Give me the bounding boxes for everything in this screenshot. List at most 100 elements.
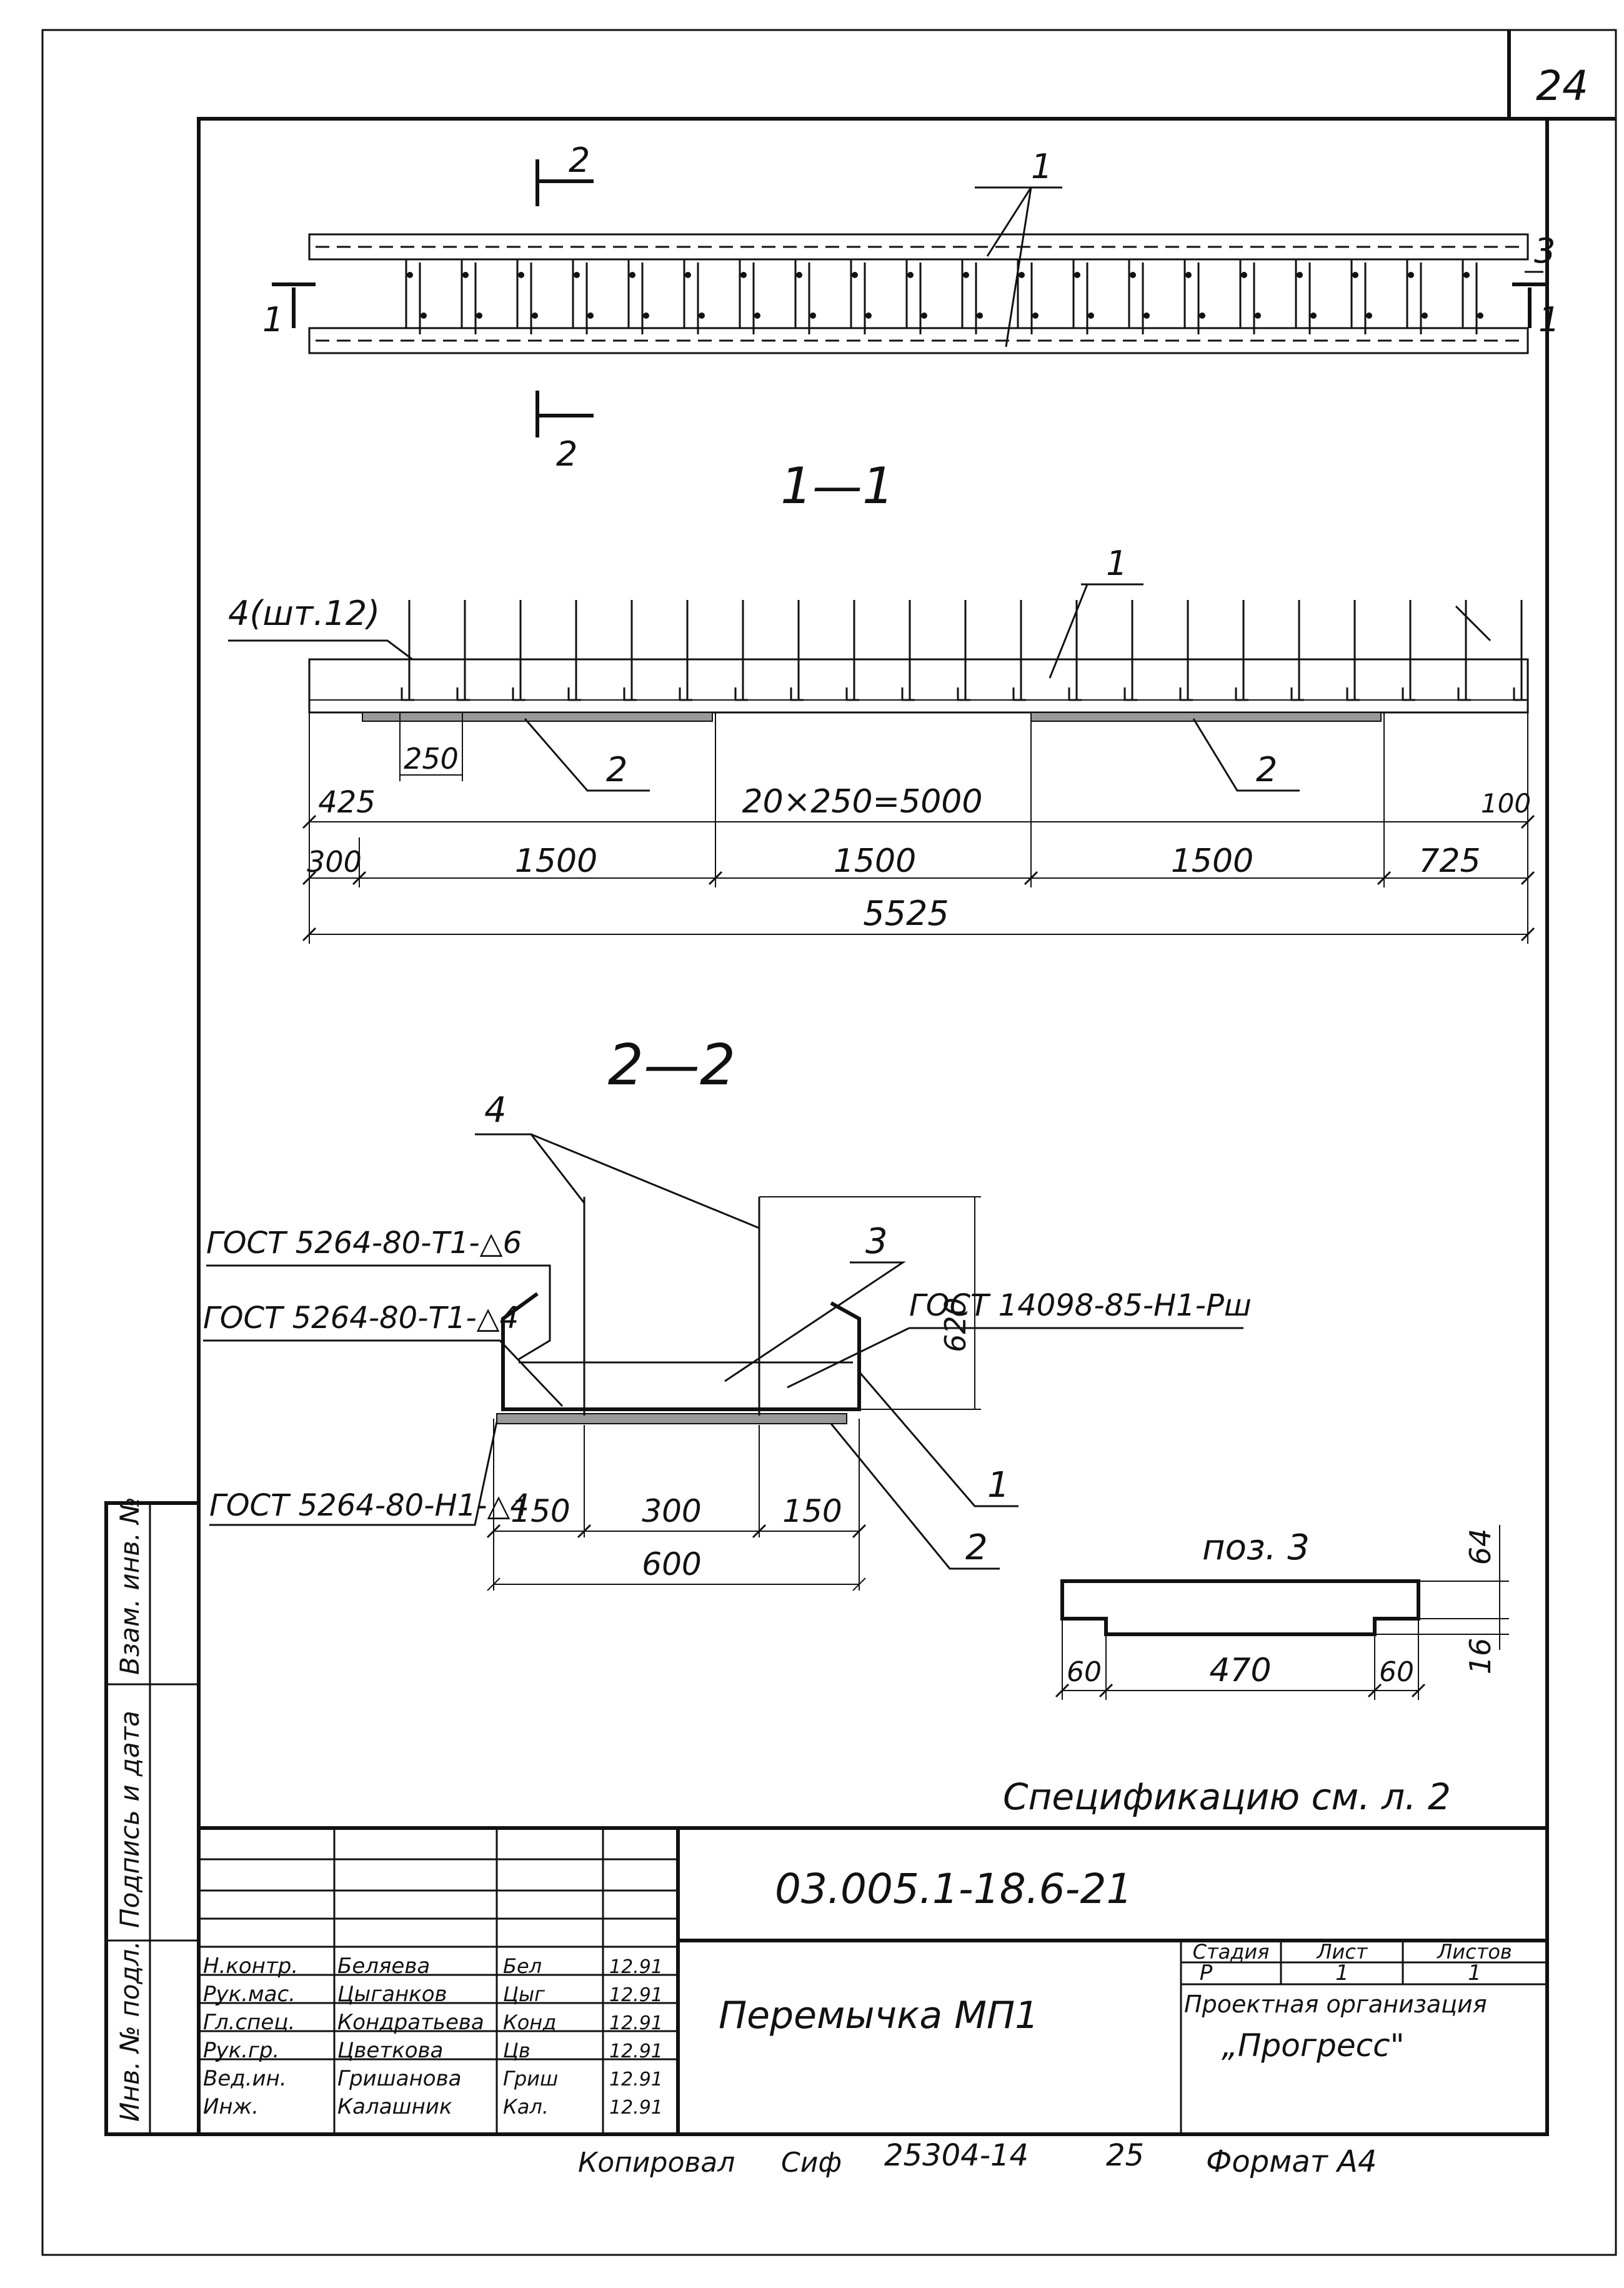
dim-620: 620 (939, 1297, 972, 1352)
plan-stirrups (405, 259, 1483, 334)
plan-stirrup (405, 259, 427, 334)
dim-470: 470 (1209, 1652, 1271, 1689)
stamp-name: Гришанова (337, 2066, 461, 2091)
pos3-profile (1060, 1579, 1420, 1636)
dim-20x250: 20×250=5000 (742, 783, 983, 821)
section-2-2-pos-4: 4 (484, 1090, 507, 1131)
footer: Копировал Сиф 25304-14 25 Формат А4 (578, 2138, 1377, 2179)
plan-stirrup (739, 259, 760, 334)
stage-header: Стадия (1193, 1940, 1270, 1964)
drawing-title: Перемычка МП1 (719, 1994, 1039, 2037)
plan-stirrup (1239, 259, 1261, 334)
stamp-row: Рук.гр. Цветкова Цв 12.91 (203, 2038, 663, 2063)
plan-stirrup (794, 259, 816, 334)
section-stirrup (679, 600, 692, 701)
section-2-2-pos-3: 3 (865, 1221, 888, 1262)
plan-stirrup (1128, 259, 1150, 334)
footer-format: Формат А4 (1206, 2144, 1377, 2179)
stamp-date: 12.91 (609, 2097, 663, 2119)
footer-order-sheet: 25 (1106, 2138, 1144, 2173)
section-stirrup (901, 600, 915, 701)
dim-300-s: 300 (642, 1493, 701, 1529)
side-label-sign-date: Подпись и дата (114, 1711, 145, 1928)
stamp-signature: Цв (503, 2039, 531, 2062)
section-stirrup (1179, 600, 1193, 701)
plan-stirrup (461, 259, 482, 334)
stamp-name: Калашник (337, 2094, 452, 2119)
section-1-1-pos-1: 1 (1106, 544, 1127, 583)
stamp-date: 12.91 (609, 2041, 663, 2062)
stamp-signature: Гриш (503, 2067, 558, 2091)
dim-60-a: 60 (1067, 1656, 1102, 1688)
stamp-signature: Бел (503, 1954, 542, 1978)
plan-stirrup (905, 259, 927, 334)
section-stirrup (1123, 600, 1137, 701)
plate-left (362, 712, 713, 722)
plan-stirrup (627, 259, 649, 334)
sheets-header: Листов (1437, 1940, 1512, 1964)
dim-1500-b: 1500 (834, 842, 916, 880)
section-2-2: 2—2 4 3 1 2 ГОСТ 5264-80-Т1-△6 ГОСТ 5264… (203, 1032, 1252, 1591)
stamp-name: Цветкова (337, 2038, 443, 2063)
section-stirrup (1235, 600, 1248, 701)
section-stirrup (1012, 600, 1026, 701)
footer-copied: Копировал (578, 2147, 735, 2179)
sheet-header: Лист (1316, 1940, 1368, 1964)
plan-stirrup (683, 259, 705, 334)
dim-5525: 5525 (863, 894, 949, 933)
stamp-date: 12.91 (609, 1984, 663, 2006)
dim-1500-c: 1500 (1171, 842, 1253, 880)
section-stirrup (456, 600, 470, 701)
section-1-1-pos-2-left: 2 (606, 750, 627, 789)
stamp-role: Гл.спец. (203, 2010, 295, 2035)
dim-150-a: 150 (511, 1493, 570, 1529)
stamp-role: Рук.мас. (203, 1982, 296, 2007)
side-strip: Инв. № подл. Подпись и дата Взам. инв. № (104, 1497, 201, 2136)
org-line-2: „Прогресс" (1222, 2027, 1405, 2064)
section-stirrup (957, 600, 970, 701)
plan-stirrup (850, 259, 872, 334)
stamp-signature: Кал. (503, 2095, 549, 2119)
cut-2-bottom-label: 2 (556, 434, 577, 474)
cut-2-top-label: 2 (569, 141, 590, 180)
section-1-1-stirrups (401, 600, 1527, 701)
plan-stirrup (1072, 259, 1094, 334)
stamp-name: Цыганков (337, 1982, 447, 2007)
sheet-number: 24 (1536, 62, 1588, 110)
stage-value: Р (1200, 1961, 1213, 1986)
plate-section (496, 1413, 847, 1424)
plan-stirrup (572, 259, 594, 334)
section-stirrup (1513, 600, 1527, 701)
stamp-signature: Конд (503, 2011, 556, 2034)
org-line-1: Проектная организация (1184, 1991, 1487, 2018)
dim-300: 300 (307, 845, 362, 879)
section-2-2-title: 2—2 (608, 1032, 736, 1098)
outer-border (41, 29, 1617, 2256)
stamp-date: 12.91 (609, 2069, 663, 2091)
section-1-1: 1—1 4(шт.12) 1 2 2 250 425 20×250=5000 1… (228, 457, 1535, 944)
section-1-1-title: 1—1 (780, 457, 894, 515)
gost-label-d: ГОСТ 5264-80-Н1-△4 (209, 1488, 529, 1523)
sheet-value: 1 (1335, 1961, 1349, 1986)
section-2-2-pos-2: 2 (965, 1527, 988, 1568)
section-stirrup (1346, 600, 1360, 701)
plan-stirrup (1350, 259, 1372, 334)
inner-frame (197, 117, 1549, 2136)
stamp-role: Н.контр. (203, 1954, 298, 1979)
stamp-role: Рук.гр. (203, 2038, 279, 2063)
plan-stirrup (1183, 259, 1205, 334)
section-stirrup (1068, 600, 1082, 701)
section-stirrup (1290, 600, 1304, 701)
side-label-inv-dup: Взам. инв. № (114, 1497, 145, 1675)
side-label-inv-orig: Инв. № подл. (114, 1941, 145, 2122)
pos3-detail: поз. 3 64 16 60 470 60 (1055, 1525, 1509, 1700)
section-1-1-pos-4-label: 4(шт.12) (228, 594, 380, 633)
section-stirrup (790, 600, 804, 701)
dim-100: 100 (1481, 788, 1531, 819)
